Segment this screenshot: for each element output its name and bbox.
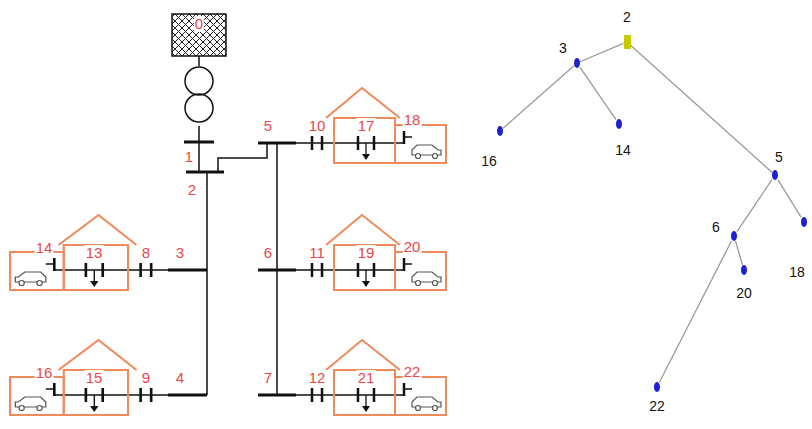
bus-number: 21 (357, 370, 376, 386)
node-marker (497, 126, 503, 136)
node-label: 16 (481, 154, 497, 169)
bus-number: 11 (308, 245, 326, 261)
tree-node: 16 (497, 126, 503, 136)
node-marker (731, 231, 737, 241)
tree-node: 6 (731, 231, 737, 241)
node-marker (616, 119, 622, 129)
node-label: 14 (615, 143, 631, 158)
node-marker (654, 382, 660, 392)
bus-number: 14 (35, 240, 54, 256)
tree-node: 18 (801, 217, 807, 227)
node-marker (772, 170, 778, 180)
node-label: 5 (775, 150, 783, 165)
tree-node: 5 (772, 170, 778, 180)
node-label: 22 (649, 399, 665, 414)
bus-number: 4 (175, 370, 185, 386)
bus-number: 9 (141, 370, 151, 386)
tree-node: 22 (654, 382, 660, 392)
bus-number: 6 (263, 245, 273, 261)
bus-number: 18 (403, 112, 422, 128)
tree-node: 20 (741, 265, 747, 275)
bus-number: 5 (263, 118, 273, 134)
tree-edge (660, 241, 732, 382)
bus-number: 20 (403, 239, 422, 255)
bus-number: 19 (357, 245, 376, 261)
node-marker (574, 58, 580, 68)
node-label: 20 (736, 286, 752, 301)
bus-number: 16 (35, 365, 54, 381)
bus-number: 3 (175, 245, 185, 261)
bus-number: 15 (85, 370, 104, 386)
tree-edge (503, 66, 574, 129)
tree-node: 14 (616, 119, 622, 129)
bus-number: 2 (187, 182, 197, 198)
node-label: 18 (789, 265, 805, 280)
node-marker (801, 217, 807, 227)
bus-number: 0 (194, 16, 204, 32)
tree-node: 3 (574, 58, 580, 68)
bus-number: 12 (308, 370, 327, 386)
tree-node: 2 (624, 35, 631, 49)
bus-number: 1 (184, 149, 194, 165)
tree-edge (580, 67, 616, 119)
node-label: 3 (559, 41, 567, 56)
bus-number: 10 (308, 118, 327, 134)
bus-number: 8 (141, 245, 151, 261)
tree-edge (580, 43, 624, 61)
node-label: 2 (623, 10, 631, 25)
bus-number: 17 (357, 118, 376, 134)
tree-edge (631, 45, 773, 172)
bus-number: 22 (403, 364, 422, 380)
tree-edge (735, 241, 742, 265)
bus-number: 7 (263, 370, 273, 386)
node-marker (741, 265, 747, 275)
tree-edge (778, 180, 801, 217)
bus-number: 13 (85, 245, 104, 261)
tree-edge (737, 179, 772, 231)
node-marker (624, 35, 631, 49)
node-label: 6 (712, 220, 720, 235)
